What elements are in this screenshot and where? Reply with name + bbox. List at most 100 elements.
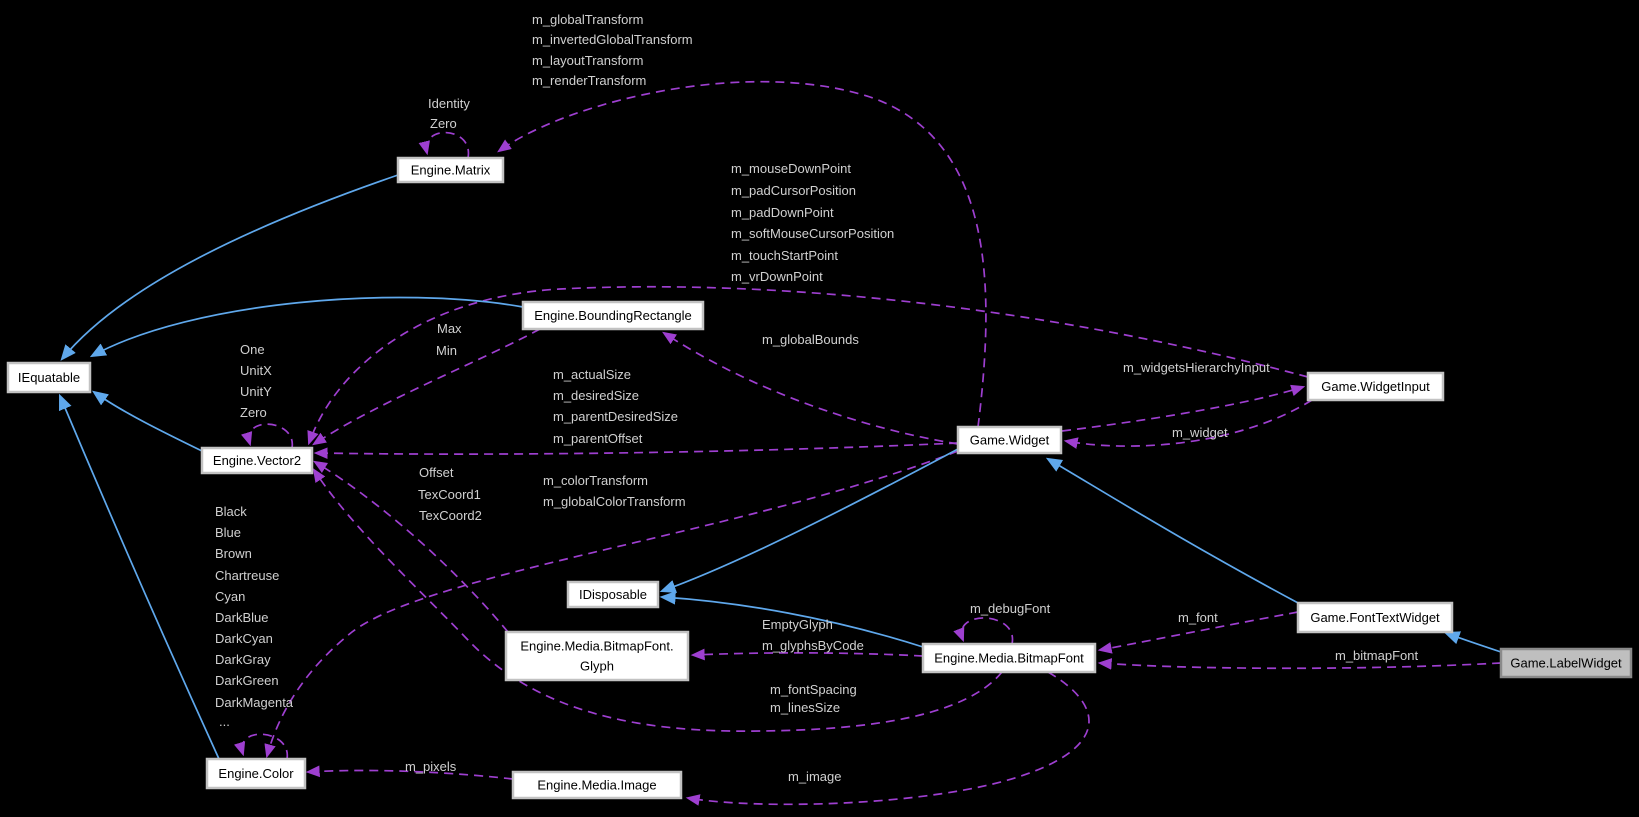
node-label-engine-boundingrectangle: Engine.BoundingRectangle bbox=[534, 308, 692, 323]
node-box-engine-boundingrectangle[interactable] bbox=[521, 300, 705, 331]
node-game-fonttextwidget[interactable]: Game.FontTextWidget bbox=[1296, 601, 1454, 634]
edge-widget-boundingrect bbox=[662, 331, 959, 445]
edge-widget-color bbox=[264, 450, 959, 759]
edge-glyph-vector2-label: TexCoord1 bbox=[418, 487, 481, 502]
node-iequatable[interactable]: IEquatable bbox=[6, 361, 92, 394]
node-game-widgetinput[interactable]: Game.WidgetInput bbox=[1306, 371, 1445, 402]
edge-color-self-label: DarkMagenta bbox=[215, 695, 294, 710]
node-label-game-widgetinput: Game.WidgetInput bbox=[1321, 379, 1430, 394]
node-label-game-widget: Game.Widget bbox=[970, 433, 1050, 448]
node-engine-boundingrectangle[interactable]: Engine.BoundingRectangle bbox=[521, 300, 705, 331]
edge-widget-matrix-label: m_renderTransform bbox=[532, 73, 646, 88]
edge-color-self-label: Chartreuse bbox=[215, 568, 279, 583]
edge-bitmapfont-self bbox=[953, 617, 1014, 645]
edge-widgetinput-widget-label: m_widget bbox=[1172, 425, 1228, 440]
edge-widget-color-label: m_globalColorTransform bbox=[543, 494, 686, 509]
edge-labelwidget-fonttext bbox=[1443, 631, 1502, 653]
edge-vector2-iequatable bbox=[91, 390, 203, 452]
node-label-game-fonttextwidget: Game.FontTextWidget bbox=[1310, 610, 1440, 625]
edge-bitmapfont-glyph-label: m_glyphsByCode bbox=[762, 638, 864, 653]
node-box-engine-media-bitmapfont-glyph[interactable] bbox=[504, 630, 690, 682]
edge-labelwidget-bitmapfont bbox=[1097, 658, 1502, 670]
node-box-engine-media-bitmapfont[interactable] bbox=[921, 642, 1097, 674]
edge-widgetinput-vector2-label: m_softMouseCursorPosition bbox=[731, 226, 894, 241]
edge-widgetinput-vector2-label: m_padCursorPosition bbox=[731, 183, 856, 198]
edge-color-self-label: Black bbox=[215, 504, 247, 519]
edge-glyph-vector2 bbox=[313, 460, 509, 633]
node-engine-vector2[interactable]: Engine.Vector2 bbox=[200, 446, 314, 475]
edge-bitmapfont-self-label: m_debugFont bbox=[970, 601, 1051, 616]
edge-bitmapfont-idisposable bbox=[659, 591, 924, 648]
edge-widget-widgetinput bbox=[1061, 384, 1306, 432]
nodes-layer: IEquatable Engine.MatrixEngine.BoundingRe… bbox=[6, 156, 1633, 800]
edge-color-self-label: DarkCyan bbox=[215, 631, 273, 646]
edge-widgetinput-widget bbox=[1063, 399, 1313, 449]
edge-boundingrect-vector2-label: Max bbox=[437, 321, 462, 336]
edge-color-self-label: Cyan bbox=[215, 589, 245, 604]
edge-fonttext-bitmapfont-label: m_font bbox=[1178, 610, 1218, 625]
node-box-engine-matrix[interactable] bbox=[396, 156, 505, 184]
edge-labels-layer: m_globalTransform m_invertedGlobalTransfo… bbox=[215, 12, 1418, 784]
edge-widget-vector2-label: m_desiredSize bbox=[553, 388, 639, 403]
node-label-engine-color: Engine.Color bbox=[218, 766, 294, 781]
edge-widget-vector2-label: m_actualSize bbox=[553, 367, 631, 382]
edge-matrix-self-label: Identity bbox=[428, 96, 470, 111]
edge-widget-vector2-label: m_parentOffset bbox=[553, 431, 643, 446]
edge-color-self-label: Brown bbox=[215, 546, 252, 561]
edge-fonttext-bitmapfont bbox=[1097, 611, 1299, 654]
edges-layer bbox=[59, 80, 1502, 806]
edge-widgetinput-vector2-label: m_vrDownPoint bbox=[731, 269, 823, 284]
node-box-engine-media-image[interactable] bbox=[511, 770, 683, 800]
edge-bitmapfont-vector2-label: m_linesSize bbox=[770, 700, 840, 715]
edge-color-self bbox=[233, 733, 288, 760]
edge-glyph-vector2-label: TexCoord2 bbox=[419, 508, 482, 523]
node-label-engine-media-image: Engine.Media.Image bbox=[537, 778, 656, 793]
node-box-game-widget[interactable] bbox=[956, 425, 1063, 455]
node-box-engine-color[interactable] bbox=[205, 757, 307, 790]
node-engine-media-bitmapfont[interactable]: Engine.Media.BitmapFont bbox=[921, 642, 1097, 674]
node-game-widget[interactable]: Game.Widget bbox=[956, 425, 1063, 455]
edge-widgetinput-vector2-label: m_mouseDownPoint bbox=[731, 161, 851, 176]
edge-widget-widgetinput-label: m_widgetsHierarchyInput bbox=[1123, 360, 1270, 375]
node-label-engine-media-bitmapfont: Engine.Media.BitmapFont bbox=[934, 651, 1084, 666]
edge-boundingrect-iequatable bbox=[89, 296, 524, 358]
edge-bitmapfont-glyph-label: EmptyGlyph bbox=[762, 617, 833, 632]
node-game-labelwidget[interactable]: Game.LabelWidget bbox=[1499, 647, 1633, 679]
node-idisposable[interactable]: IDisposable bbox=[566, 580, 660, 609]
node-engine-media-bitmapfont-glyph[interactable]: Engine.Media.BitmapFont.Glyph bbox=[504, 630, 690, 682]
node-label-idisposable: IDisposable bbox=[579, 587, 647, 602]
edge-bitmapfont-vector2 bbox=[312, 468, 1003, 732]
node-box-game-fonttextwidget[interactable] bbox=[1296, 601, 1454, 634]
edge-widgetinput-vector2-label: m_padDownPoint bbox=[731, 205, 834, 220]
node-label-game-labelwidget: Game.LabelWidget bbox=[1510, 656, 1622, 671]
edge-vector2-self-label: UnitY bbox=[240, 384, 272, 399]
edge-image-color-label: m_pixels bbox=[405, 759, 457, 774]
edge-widget-matrix-label: m_invertedGlobalTransform bbox=[532, 32, 693, 47]
edge-vector2-self-label: UnitX bbox=[240, 363, 272, 378]
edge-matrix-self-label: Zero bbox=[430, 116, 457, 131]
edge-matrix-self bbox=[418, 131, 470, 159]
edge-image-color bbox=[305, 765, 514, 780]
node-box-game-widgetinput[interactable] bbox=[1306, 371, 1445, 402]
node-box-game-labelwidget[interactable] bbox=[1499, 647, 1633, 679]
node-label-engine-matrix: Engine.Matrix bbox=[411, 163, 491, 178]
edge-widget-matrix-label: m_globalTransform bbox=[532, 12, 644, 27]
edge-boundingrect-vector2-label: Min bbox=[436, 343, 457, 358]
edge-bitmapfont-vector2-label: m_fontSpacing bbox=[770, 682, 857, 697]
node-box-idisposable[interactable] bbox=[566, 580, 660, 609]
node-box-iequatable[interactable] bbox=[6, 361, 92, 394]
node-engine-matrix[interactable]: Engine.Matrix bbox=[396, 156, 505, 184]
edge-color-self-label: Blue bbox=[215, 525, 241, 540]
edge-vector2-self-label: Zero bbox=[240, 405, 267, 420]
edge-boundingrect-vector2 bbox=[312, 328, 541, 446]
edge-widgetinput-vector2 bbox=[307, 285, 1309, 446]
edge-labelwidget-bitmapfont-label: m_bitmapFont bbox=[1335, 648, 1418, 663]
edge-widget-matrix-label: m_layoutTransform bbox=[532, 53, 644, 68]
edge-color-self-label: ... bbox=[219, 714, 230, 729]
node-engine-media-image[interactable]: Engine.Media.Image bbox=[511, 770, 683, 800]
node-box-engine-vector2[interactable] bbox=[200, 446, 314, 475]
node-label-engine-media-bitmapfont-glyph: Engine.Media.BitmapFont. bbox=[520, 639, 673, 654]
node-engine-color[interactable]: Engine.Color bbox=[205, 757, 307, 790]
